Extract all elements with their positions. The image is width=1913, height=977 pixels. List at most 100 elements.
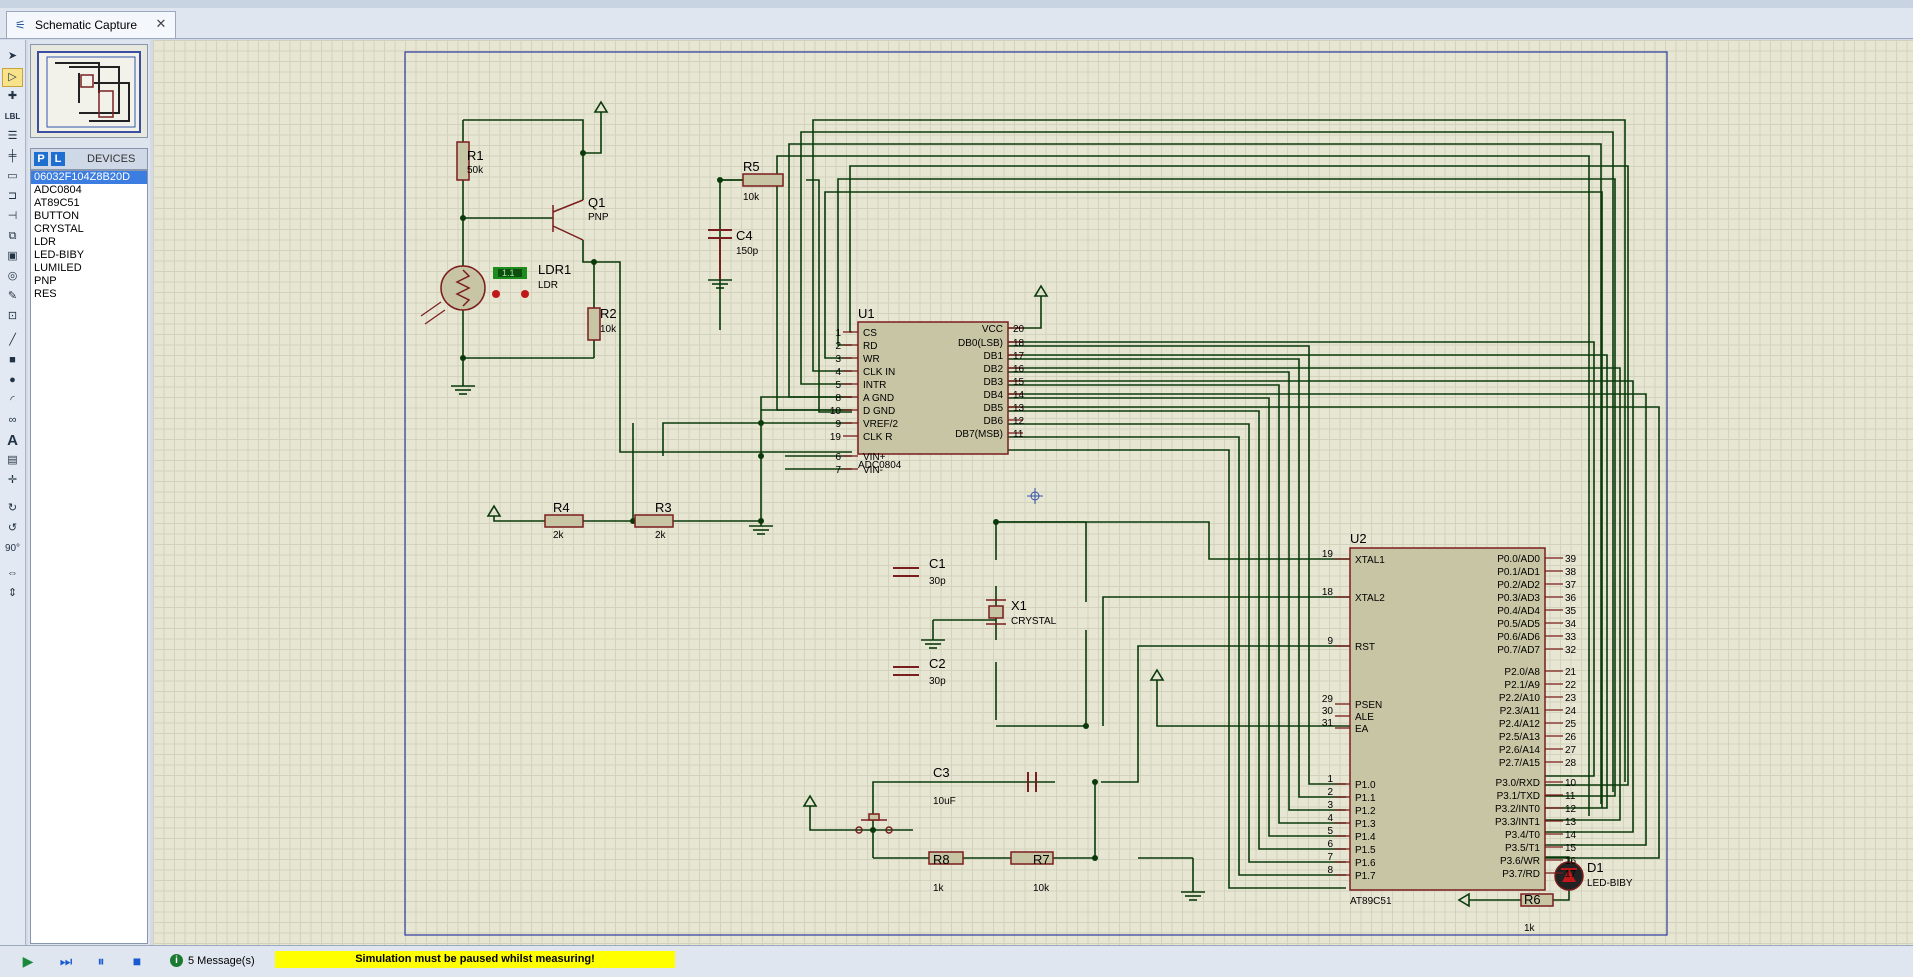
device-item[interactable]: CRYSTAL xyxy=(34,223,84,235)
text-icon[interactable]: A xyxy=(7,432,18,449)
step-icon[interactable]: ⏭ xyxy=(59,953,73,969)
u2-pin-number: 22 xyxy=(1565,680,1577,691)
u1-pin-name: A GND xyxy=(863,393,894,404)
u1-pin-name: D GND xyxy=(863,406,895,417)
voltage-probe-icon[interactable]: ✎ xyxy=(7,290,18,302)
u1-pin-name: DB3 xyxy=(984,377,1004,388)
terminal-icon[interactable]: ⊐ xyxy=(7,190,18,202)
d1-ref[interactable]: D1 xyxy=(1587,860,1604,875)
u1-part: ADC0804 xyxy=(858,460,902,471)
symbol-icon[interactable]: ▤ xyxy=(7,454,18,466)
stop-icon[interactable]: ■ xyxy=(132,953,142,969)
mirror-horizontal-icon[interactable]: ⇔ xyxy=(7,567,18,579)
rotate-anticlockwise-icon[interactable]: ↺ xyxy=(7,522,18,534)
u2-pin-name: XTAL2 xyxy=(1355,593,1385,604)
component-mode-icon[interactable]: ▷ xyxy=(2,68,23,87)
generator-icon[interactable]: ◎ xyxy=(7,270,18,282)
u2-pin-name: P3.7/RD xyxy=(1502,869,1540,880)
c4-ref[interactable]: C4 xyxy=(736,228,753,243)
line-icon[interactable]: ╱ xyxy=(9,334,16,346)
schematic-canvas[interactable]: R1 50k Q1 PNP LDR1 LDR 1.1 R2 10k R5 10k… xyxy=(153,40,1913,945)
c1-ref[interactable]: C1 xyxy=(929,556,946,571)
ldr1-value: LDR xyxy=(538,280,558,291)
arc-icon[interactable]: ◜ xyxy=(10,394,15,406)
device-item[interactable]: PNP xyxy=(34,275,57,287)
text-script-icon[interactable]: ☰ xyxy=(7,130,18,142)
tab-bar: ⚟ Schematic Capture ✕ xyxy=(0,8,1913,39)
subcircuit-icon[interactable]: ▭ xyxy=(7,170,18,182)
r4-ref[interactable]: R4 xyxy=(553,500,570,515)
play-icon[interactable]: ▶ xyxy=(22,953,34,969)
pause-icon[interactable]: ⏸ xyxy=(97,953,105,969)
u1-pin-number: 11 xyxy=(1013,429,1024,440)
u2-pin-number: 10 xyxy=(1565,778,1577,789)
device-pin-icon[interactable]: ⊣ xyxy=(7,210,18,222)
u1-pin-number: 7 xyxy=(835,465,841,476)
r8-ref[interactable]: R8 xyxy=(933,852,950,867)
u2-pin-number: 24 xyxy=(1565,706,1577,717)
u2-pin-name: P1.3 xyxy=(1355,819,1376,830)
marker-icon[interactable]: ✛ xyxy=(7,474,18,486)
message-counter[interactable]: i 5 Message(s) xyxy=(170,954,255,967)
u1-pin-number: 13 xyxy=(1013,403,1025,414)
device-item[interactable]: LDR xyxy=(34,236,57,248)
virtual-instrument-icon[interactable]: ⊡ xyxy=(7,310,18,322)
device-item[interactable]: AT89C51 xyxy=(34,197,80,209)
ldr1-ref[interactable]: LDR1 xyxy=(538,262,571,277)
x1-ref[interactable]: X1 xyxy=(1011,598,1027,613)
overview-window[interactable] xyxy=(30,44,148,138)
u1-pin-number: 5 xyxy=(835,380,841,391)
schematic-drawing[interactable]: R1 50k Q1 PNP LDR1 LDR 1.1 R2 10k R5 10k… xyxy=(153,40,1913,945)
box-icon[interactable]: ■ xyxy=(9,354,16,366)
junction-icon[interactable]: ✚ xyxy=(7,90,18,102)
device-item[interactable]: ADC0804 xyxy=(34,184,82,196)
r5-ref[interactable]: R5 xyxy=(743,159,760,174)
graph-icon[interactable]: ⧉ xyxy=(8,230,17,242)
r6-ref[interactable]: R6 xyxy=(1524,892,1541,907)
ldr-meter-reading: 1.1 xyxy=(502,268,515,278)
wire-label-icon[interactable]: LBL xyxy=(4,112,21,121)
device-item[interactable]: 06032F104Z8B20D xyxy=(31,171,147,184)
device-item[interactable]: LED-BIBY xyxy=(34,249,85,261)
u2-pin-number: 26 xyxy=(1565,732,1577,743)
library-manager-button[interactable]: L xyxy=(51,152,65,166)
r7-ref[interactable]: R7 xyxy=(1033,852,1050,867)
u2-pin-name: P1.1 xyxy=(1355,793,1376,804)
u1-ref[interactable]: U1 xyxy=(858,306,875,321)
u2-pin-number: 15 xyxy=(1565,843,1577,854)
u2-pin-number: 14 xyxy=(1565,830,1577,841)
select-arrow-icon[interactable]: ➤ xyxy=(7,50,18,62)
rotation-angle[interactable]: 90° xyxy=(4,543,21,554)
bus-icon[interactable]: ╪ xyxy=(8,150,17,162)
close-icon[interactable]: ✕ xyxy=(155,16,167,31)
u2-pin-name: RST xyxy=(1355,642,1375,653)
u2-pin-name: P0.5/AD5 xyxy=(1497,619,1540,630)
q1-ref[interactable]: Q1 xyxy=(588,195,605,210)
r2-ref[interactable]: R2 xyxy=(600,306,617,321)
u2-pin-name: P2.4/A12 xyxy=(1499,719,1541,730)
mirror-vertical-icon[interactable]: ⇕ xyxy=(7,587,18,599)
device-item[interactable]: LUMILED xyxy=(34,262,82,274)
tape-recorder-icon[interactable]: ▣ xyxy=(7,250,18,262)
u2-pin-number: 13 xyxy=(1565,817,1577,828)
u2-pin-number: 27 xyxy=(1565,745,1577,756)
u2-ref[interactable]: U2 xyxy=(1350,531,1367,546)
c3-ref[interactable]: C3 xyxy=(933,765,950,780)
u2-pin-name: P1.0 xyxy=(1355,780,1376,791)
r8-value: 1k xyxy=(933,883,945,894)
u2-pin-number: 2 xyxy=(1327,787,1333,798)
rotate-clockwise-icon[interactable]: ↻ xyxy=(7,502,18,514)
c2-ref[interactable]: C2 xyxy=(929,656,946,671)
device-item[interactable]: RES xyxy=(34,288,57,300)
path-icon[interactable]: ∞ xyxy=(8,414,17,426)
u2-pin-number: 35 xyxy=(1565,606,1577,617)
tab-schematic-capture[interactable]: ⚟ Schematic Capture ✕ xyxy=(6,11,176,38)
r3-ref[interactable]: R3 xyxy=(655,500,672,515)
device-item[interactable]: BUTTON xyxy=(34,210,80,222)
u2-pin-number: 9 xyxy=(1327,636,1333,647)
circle-icon[interactable]: ● xyxy=(9,374,16,386)
u1-pin-number: 3 xyxy=(835,354,841,365)
r1-ref[interactable]: R1 xyxy=(467,148,484,163)
u2-pin-name: P1.6 xyxy=(1355,858,1376,869)
pick-devices-button[interactable]: P xyxy=(34,152,48,166)
